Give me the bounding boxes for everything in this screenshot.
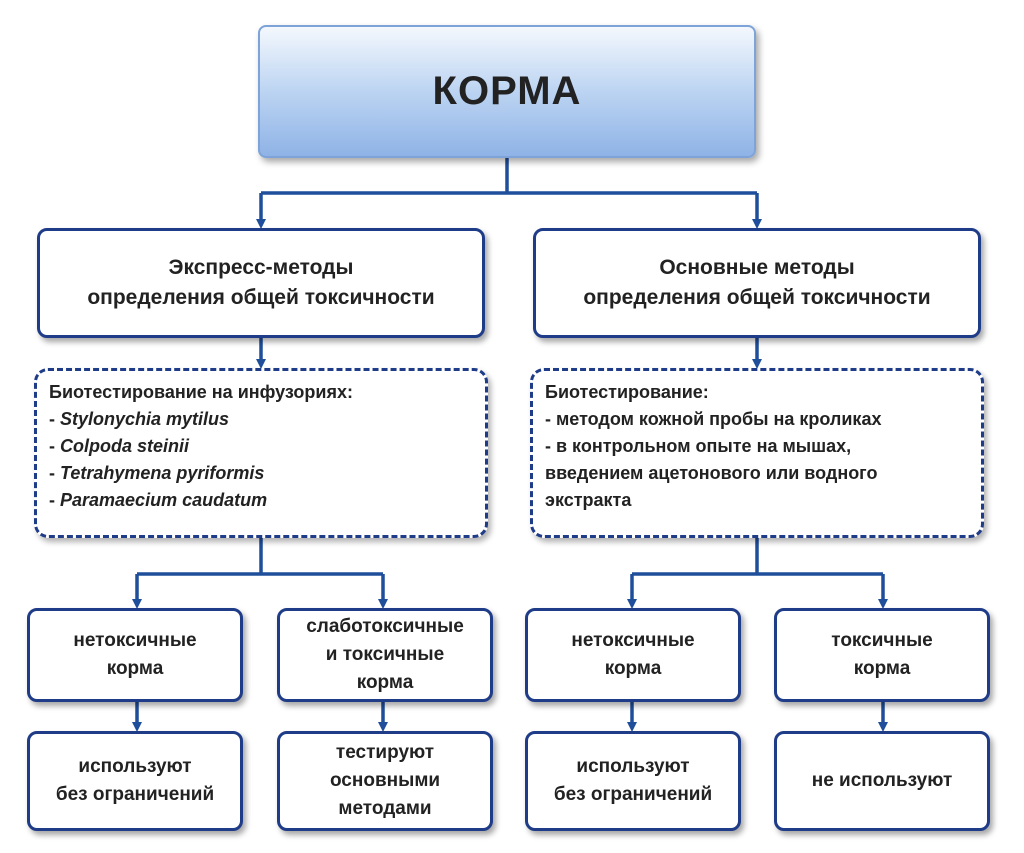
root-box: КОРМА — [258, 25, 756, 158]
connector-bio-right — [632, 538, 883, 576]
outcome-line: и токсичные — [325, 644, 445, 665]
connector-root — [261, 158, 757, 195]
outcome-line: слаботоксичные — [306, 616, 464, 637]
action-test-main-methods: тестируют основными методами — [277, 731, 493, 831]
biotesting-item: экстракта — [545, 490, 632, 510]
root-title: КОРМА — [432, 69, 582, 113]
biotesting-item: - в контрольном опыте на мышах, — [545, 436, 852, 456]
infusoria-biotesting-box: Биотестирование на инфузориях: - Stylony… — [34, 368, 488, 538]
method-title-line: Основные методы — [659, 256, 855, 279]
connector-bio-left — [137, 538, 383, 576]
action-do-not-use: не используют — [774, 731, 990, 831]
outcome-weakly-toxic-feed: слаботоксичные и токсичные корма — [277, 608, 493, 702]
method-title-line: определения общей токсичности — [583, 286, 931, 309]
action-line: методами — [338, 798, 432, 819]
biotesting-item: - методом кожной пробы на кроликах — [545, 409, 882, 429]
species-item: - Colpoda steinii — [49, 436, 190, 456]
outcome-line: токсичные — [831, 630, 933, 651]
biotesting-item: введением ацетонового или водного — [545, 463, 878, 483]
action-use-unrestricted-left: используют без ограничений — [27, 731, 243, 831]
biotesting-header: Биотестирование на инфузориях: — [49, 382, 353, 402]
action-line: не используют — [811, 770, 953, 791]
main-methods-box: Основные методы определения общей токсич… — [533, 228, 981, 338]
action-line: основными — [329, 770, 441, 791]
method-title-line: Экспресс-методы — [168, 256, 354, 279]
outcome-line: нетоксичные — [571, 630, 695, 651]
action-line: без ограничений — [553, 784, 713, 805]
express-methods-box: Экспресс-методы определения общей токсич… — [37, 228, 485, 338]
animal-biotesting-box: Биотестирование: - методом кожной пробы … — [530, 368, 984, 538]
action-line: без ограничений — [55, 784, 215, 805]
method-title-line: определения общей токсичности — [87, 286, 435, 309]
species-item: - Paramaecium caudatum — [49, 490, 268, 510]
outcome-line: нетоксичные — [73, 630, 197, 651]
outcome-line: корма — [604, 658, 662, 679]
action-use-unrestricted-right: используют без ограничений — [525, 731, 741, 831]
outcome-toxic-feed: токсичные корма — [774, 608, 990, 702]
outcome-nontoxic-feed-left: нетоксичные корма — [27, 608, 243, 702]
outcome-nontoxic-feed-right: нетоксичные корма — [525, 608, 741, 702]
species-item: - Stylonychia mytilus — [49, 409, 230, 429]
biotesting-header: Биотестирование: — [545, 382, 709, 402]
outcome-line: корма — [356, 672, 414, 693]
action-line: тестируют — [335, 742, 435, 763]
action-line: используют — [78, 756, 192, 777]
species-item: - Tetrahymena pyriformis — [49, 463, 265, 483]
outcome-line: корма — [106, 658, 164, 679]
outcome-line: корма — [853, 658, 911, 679]
action-line: используют — [576, 756, 690, 777]
